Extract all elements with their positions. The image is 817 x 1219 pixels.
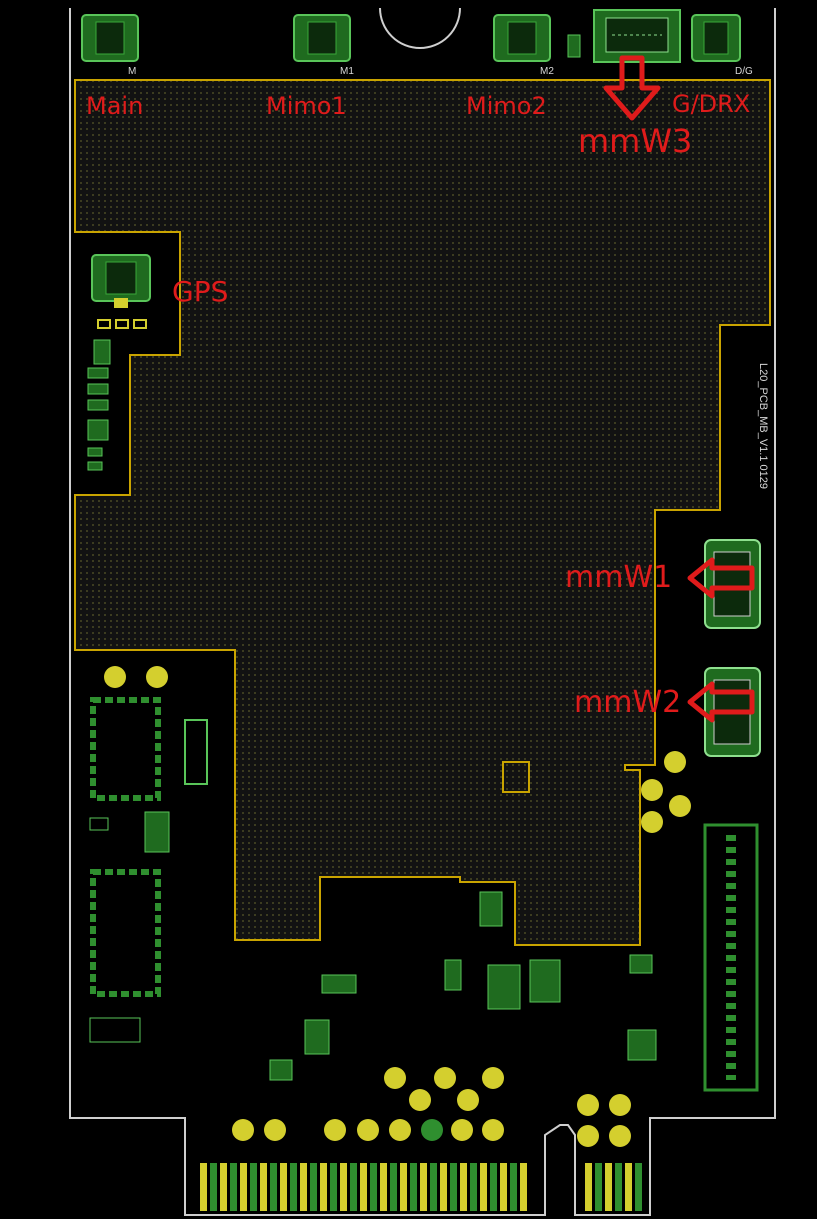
- edge-finger: [330, 1163, 337, 1211]
- edge-finger: [410, 1163, 417, 1211]
- edge-finger: [320, 1163, 327, 1211]
- label-mimo1: Mimo1: [266, 92, 347, 120]
- silk-m1: M1: [340, 66, 354, 77]
- edge-finger: [310, 1163, 317, 1211]
- edge-finger: [250, 1163, 257, 1211]
- edge-finger: [480, 1163, 487, 1211]
- edge-finger: [370, 1163, 377, 1211]
- arrow-mmw1: [687, 557, 755, 599]
- label-mimo2: Mimo2: [466, 92, 547, 120]
- silk-dg: D/G: [735, 66, 753, 77]
- gps-connector: [91, 254, 151, 329]
- edge-finger: [460, 1163, 467, 1211]
- edge-finger: [420, 1163, 427, 1211]
- edge-finger: [440, 1163, 447, 1211]
- edge-finger: [635, 1163, 642, 1211]
- edge-finger: [200, 1163, 207, 1211]
- antenna-connector-gdrx: [691, 14, 741, 62]
- pad-green: [421, 1119, 443, 1141]
- edge-finger: [605, 1163, 612, 1211]
- arrow-mmw3: [603, 55, 661, 121]
- edge-finger: [500, 1163, 507, 1211]
- edge-finger: [270, 1163, 277, 1211]
- antenna-connector-mimo2: [493, 14, 551, 62]
- antenna-connector-mimo1: [293, 14, 351, 62]
- edge-finger: [595, 1163, 602, 1211]
- silk-m2: M2: [540, 66, 554, 77]
- left-components: [87, 339, 111, 471]
- label-mmw1: mmW1: [565, 560, 673, 595]
- edge-finger: [400, 1163, 407, 1211]
- edge-finger: [280, 1163, 287, 1211]
- edge-finger: [380, 1163, 387, 1211]
- silk-m: M: [128, 66, 137, 77]
- edge-finger: [210, 1163, 217, 1211]
- label-gdrx: G/DRX: [672, 90, 751, 118]
- label-mmw2: mmW2: [574, 685, 682, 720]
- edge-finger: [490, 1163, 497, 1211]
- lower-components: [269, 891, 657, 1081]
- edge-finger: [350, 1163, 357, 1211]
- board-outline: [69, 8, 776, 1216]
- top-notch: [379, 7, 461, 49]
- edge-finger: [220, 1163, 227, 1211]
- edge-finger: [260, 1163, 267, 1211]
- edge-finger: [470, 1163, 477, 1211]
- lower-left-ics: [89, 666, 208, 1043]
- edge-finger: [430, 1163, 437, 1211]
- right-edge-connector: [703, 823, 759, 1092]
- edge-finger: [300, 1163, 307, 1211]
- label-mmw3: mmW3: [578, 122, 693, 160]
- silk-vertical: L20_PCB_MB_V1.1 0129: [756, 363, 769, 489]
- mmw1-connector: [704, 539, 761, 629]
- test-chip: [502, 761, 530, 793]
- edge-finger: [390, 1163, 397, 1211]
- small-pad: [567, 34, 581, 58]
- edge-finger: [360, 1163, 367, 1211]
- edge-finger: [510, 1163, 517, 1211]
- edge-finger: [520, 1163, 527, 1211]
- arrow-mmw2: [687, 681, 755, 723]
- edge-finger: [290, 1163, 297, 1211]
- edge-finger: [450, 1163, 457, 1211]
- edge-finger: [230, 1163, 237, 1211]
- pads-right: [641, 751, 691, 833]
- label-main: Main: [86, 92, 144, 120]
- edge-finger: [615, 1163, 622, 1211]
- edge-finger: [340, 1163, 347, 1211]
- pads-bottom: [232, 1067, 631, 1147]
- edge-finger: [625, 1163, 632, 1211]
- edge-finger: [240, 1163, 247, 1211]
- label-gps: GPS: [172, 275, 229, 308]
- edge-finger: [585, 1163, 592, 1211]
- copper-pour: [74, 79, 771, 946]
- edge-fingers: [200, 1163, 642, 1211]
- mmw3-connector: [593, 9, 681, 63]
- antenna-connector-main: [81, 14, 139, 62]
